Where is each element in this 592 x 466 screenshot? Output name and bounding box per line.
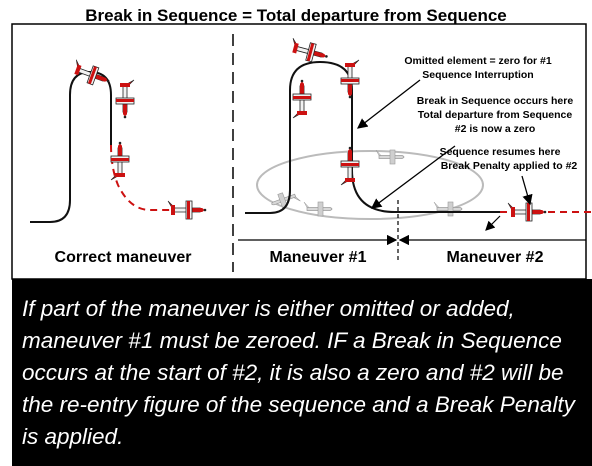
aerobatic-plane-icon xyxy=(340,59,360,99)
aerobatic-plane-icon xyxy=(115,79,135,119)
arrow-icon xyxy=(485,215,501,231)
aerobatic-plane-icon xyxy=(507,202,547,222)
note-text: If part of the maneuver is either omitte… xyxy=(22,296,575,449)
label-maneuver-1: Maneuver #1 xyxy=(270,249,367,266)
label-correct-maneuver: Correct maneuver xyxy=(55,249,192,266)
diagram-title: Break in Sequence = Total departure from… xyxy=(85,6,507,25)
note-box xyxy=(12,279,592,466)
arrow-icon xyxy=(370,145,456,209)
aerobatic-plane-icon xyxy=(69,59,113,91)
label-maneuver-2: Maneuver #2 xyxy=(447,249,544,266)
maneuver-diagram: Omitted element = zero for #1 Sequence I… xyxy=(11,23,592,280)
annotation-resume-1: Sequence resumes here xyxy=(440,146,561,158)
annotation-omitted-1: Omitted element = zero for #1 xyxy=(404,55,551,67)
annotation-break-2: Total departure from Sequence xyxy=(418,109,573,121)
ghost-loop-path xyxy=(256,150,484,220)
arrow-icon xyxy=(356,79,421,129)
annotation-break-1: Break in Sequence occurs here xyxy=(417,95,574,107)
maneuver-path xyxy=(245,60,592,214)
annotation-resume-2: Break Penalty applied to #2 xyxy=(441,160,578,172)
aerobatic-plane-icon xyxy=(292,79,312,119)
aerobatic-plane-icon xyxy=(167,200,207,220)
arrow-icon xyxy=(521,175,533,206)
annotation-break-3: #2 is now a zero xyxy=(455,123,536,135)
ghost-plane-icon xyxy=(433,201,463,217)
correct-maneuver-path xyxy=(30,59,207,223)
annotation-omitted-2: Sequence Interruption xyxy=(422,69,533,81)
